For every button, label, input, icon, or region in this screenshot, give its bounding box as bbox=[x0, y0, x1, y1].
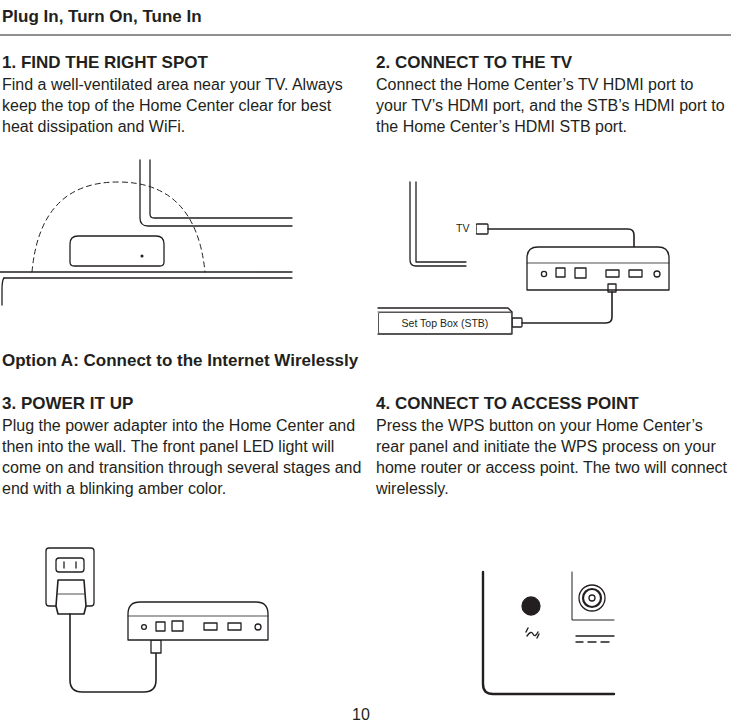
power-illustration-stroke bbox=[58, 594, 84, 595]
power-illustration-stroke bbox=[63, 562, 64, 568]
tv-connection-illustration-stroke bbox=[512, 318, 522, 327]
tv-connection-illustration-stroke bbox=[541, 271, 546, 276]
tv-connection-illustration bbox=[378, 182, 669, 334]
power-illustration-stroke bbox=[255, 624, 261, 630]
power-illustration-stroke bbox=[75, 562, 76, 568]
wps-closeup-illustration bbox=[483, 572, 614, 694]
tv-connection-illustration-stroke bbox=[556, 268, 565, 277]
tv-connection-illustration-stroke bbox=[629, 270, 642, 277]
power-illustration-stroke bbox=[228, 623, 241, 630]
box-label: Set Top Box (STB) bbox=[402, 317, 489, 329]
wps-closeup-illustration-stroke bbox=[583, 589, 601, 607]
placement-illustration-stroke bbox=[140, 160, 292, 226]
placement-illustration-stroke bbox=[2, 278, 4, 305]
wps-closeup-illustration-stroke bbox=[576, 635, 614, 636]
step-body: Press the WPS button on your Home Center… bbox=[376, 415, 728, 499]
wps-closeup-illustration-stroke bbox=[589, 595, 595, 601]
placement-illustration-stroke bbox=[141, 255, 143, 257]
wps-closeup-illustration-stroke bbox=[588, 641, 596, 642]
wps-closeup-illustration-stroke bbox=[601, 641, 609, 642]
tv-connection-illustration-stroke bbox=[606, 270, 619, 277]
power-illustration-stroke bbox=[56, 558, 84, 572]
placement-illustration-stroke bbox=[4, 277, 292, 278]
page-number: 10 bbox=[352, 704, 382, 725]
step-heading: 1. FIND THE RIGHT SPOT bbox=[2, 52, 362, 73]
step-heading: 3. POWER IT UP bbox=[2, 393, 362, 414]
step-heading: 2. CONNECT TO THE TV bbox=[376, 52, 726, 73]
step-heading: 4. CONNECT TO ACCESS POINT bbox=[376, 393, 726, 414]
tv-connection-illustration-stroke bbox=[378, 308, 512, 334]
tv-connection-illustration-stroke bbox=[527, 247, 669, 290]
power-illustration-stroke bbox=[128, 616, 268, 617]
tv-connection-illustration-stroke bbox=[527, 263, 669, 264]
placement-illustration-stroke bbox=[70, 236, 164, 266]
part-label: TV bbox=[456, 222, 476, 234]
power-illustration-stroke bbox=[142, 625, 147, 630]
power-illustration-stroke bbox=[204, 623, 217, 630]
tv-connection-illustration-stroke bbox=[476, 224, 488, 234]
title-rule-stroke bbox=[0, 35, 731, 36]
placement-illustration-stroke bbox=[150, 160, 292, 218]
power-illustration-stroke bbox=[156, 622, 165, 631]
placement-illustration bbox=[0, 160, 292, 305]
title-rule bbox=[0, 34, 731, 35]
tv-connection-illustration-stroke bbox=[575, 268, 586, 278]
section-heading: Option A: Connect to the Internet Wirele… bbox=[2, 350, 602, 371]
page-title: Plug In, Turn On, Tune In bbox=[2, 6, 202, 27]
tv-connection-illustration-stroke bbox=[608, 284, 616, 292]
wps-closeup-illustration-stroke bbox=[522, 597, 540, 615]
placement-illustration-stroke bbox=[0, 271, 292, 272]
power-illustration-stroke bbox=[172, 621, 183, 631]
wps-closeup-illustration-stroke bbox=[576, 641, 583, 642]
step-body: Plug the power adapter into the Home Cen… bbox=[2, 415, 364, 499]
power-illustration bbox=[46, 548, 268, 692]
step-body: Find a well-ventilated area near your TV… bbox=[2, 74, 364, 137]
power-illustration-stroke bbox=[151, 640, 161, 653]
wps-closeup-illustration-stroke bbox=[579, 585, 605, 611]
wps-closeup-illustration-stroke bbox=[572, 572, 614, 620]
device-box: Set Top Box (STB) bbox=[378, 312, 512, 334]
step-body: Connect the Home Center’s TV HDMI port t… bbox=[376, 74, 728, 137]
placement-illustration-stroke bbox=[32, 182, 205, 272]
power-illustration-stroke bbox=[56, 580, 86, 614]
power-illustration-stroke bbox=[128, 602, 268, 640]
wps-closeup-illustration-stroke bbox=[483, 572, 614, 694]
wps-closeup-illustration-stroke bbox=[526, 628, 539, 638]
tv-connection-illustration-stroke bbox=[522, 292, 612, 323]
tv-connection-illustration-stroke bbox=[654, 271, 660, 277]
